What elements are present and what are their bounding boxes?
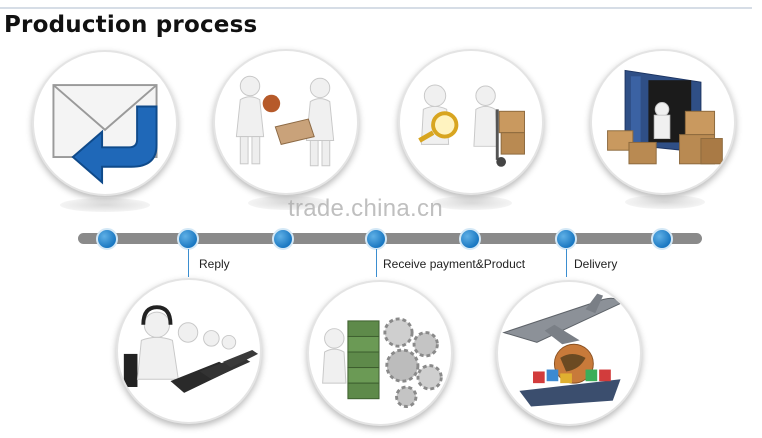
timeline-node [651,228,673,250]
bubble-reflection [60,198,150,212]
connector-line [188,249,189,277]
page-title: Production process [4,12,258,38]
customer-service-icon [116,278,262,424]
bubble-reflection [248,196,328,210]
watermark: trade.china.cn [288,195,443,222]
mail-reply-icon [32,50,178,196]
timeline-node [365,228,387,250]
inspection-cart-icon [398,49,544,195]
step-label-receive-payment: Receive payment&Product [383,257,526,271]
timeline-node [555,228,577,250]
timeline-bar [78,233,702,244]
bubble-reflection [432,196,512,210]
connector-line [566,249,567,277]
timeline-node [177,228,199,250]
bubble-reflection [625,195,705,209]
timeline-node [272,228,294,250]
money-gears-icon [307,280,453,426]
step-label-delivery: Delivery [574,257,618,271]
timeline-node [96,228,118,250]
contract-handshake-icon [213,49,359,195]
air-sea-shipping-icon [496,280,642,426]
timeline-node [459,228,481,250]
top-rule [0,7,752,9]
container-loading-icon [590,49,736,195]
step-label-reply: Reply [199,257,230,271]
connector-line [376,249,377,277]
